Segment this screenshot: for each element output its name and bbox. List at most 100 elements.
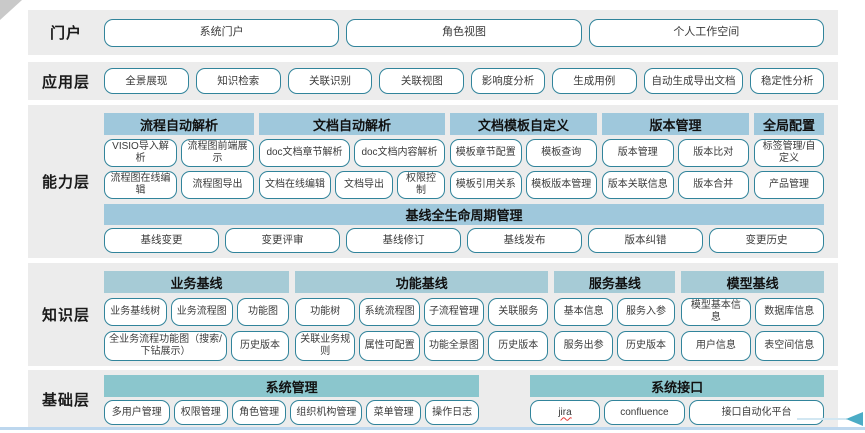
btn-version-merge[interactable]: 版本合并 (677, 171, 749, 199)
btn-system-process-diagram[interactable]: 系统流程图 (359, 298, 420, 326)
band-label-capability: 能力层 (41, 174, 90, 191)
btn-function-tree[interactable]: 功能树 (295, 298, 356, 326)
group-header-service-baseline: 服务基线 (554, 271, 676, 293)
btn-service-output-param[interactable]: 服务出参 (554, 331, 613, 361)
band-label-foundation: 基础层 (41, 391, 90, 409)
group-header-function-baseline: 功能基线 (295, 271, 549, 293)
btn-subprocess-management[interactable]: 子流程管理 (423, 298, 485, 326)
group-business-baseline: 业务基线 业务基线树 业务流程图 功能图 全业务流程功能图（搜索/下钻展示） 历… (104, 271, 290, 361)
btn-system-portal[interactable]: 系统门户 (104, 18, 340, 47)
btn-doc-online-edit[interactable]: 文档在线编辑 (259, 171, 331, 199)
btn-baseline-revision[interactable]: 基线修订 (346, 228, 461, 253)
btn-tablespace-info[interactable]: 表空间信息 (754, 331, 824, 361)
btn-template-chapter-config[interactable]: 模板章节配置 (450, 139, 522, 167)
btn-relation-identify[interactable]: 关联识别 (287, 68, 373, 94)
group-header-doc-auto-parse: 文档自动解析 (259, 113, 445, 135)
group-header-business-baseline: 业务基线 (104, 271, 290, 293)
btn-doc-chapter-parse[interactable]: doc文档章节解析 (259, 139, 350, 167)
btn-template-version-management[interactable]: 模板版本管理 (525, 171, 597, 199)
left-arrow-icon (846, 412, 863, 426)
group-header-global-config: 全局配置 (754, 113, 824, 135)
btn-business-baseline-tree[interactable]: 业务基线树 (104, 298, 167, 326)
band-capability: 能力层 流程自动解析 VISIO导入解析 流程图前端展示 流程图在线编辑 流程图… (28, 105, 838, 258)
btn-process-diagram-frontend-display[interactable]: 流程图前端展示 (181, 139, 254, 167)
btn-function-diagram[interactable]: 功能图 (237, 298, 290, 326)
group-process-auto-parse: 流程自动解析 VISIO导入解析 流程图前端展示 流程图在线编辑 流程图导出 (104, 113, 254, 199)
btn-version-correction[interactable]: 版本纠错 (588, 228, 703, 253)
btn-panorama-display[interactable]: 全景展现 (104, 68, 189, 94)
btn-database-info[interactable]: 数据库信息 (754, 298, 824, 326)
band-label-knowledge: 知识层 (41, 307, 90, 324)
btn-business-process-diagram[interactable]: 业务流程图 (170, 298, 234, 326)
btn-confluence[interactable]: confluence (603, 400, 686, 425)
btn-attribute-configurable[interactable]: 属性可配置 (359, 331, 420, 361)
group-header-system-management: 系统管理 (104, 375, 480, 397)
btn-knowledge-search[interactable]: 知识检索 (195, 68, 281, 94)
btn-doc-export[interactable]: 文档导出 (335, 171, 393, 199)
btn-function-panorama[interactable]: 功能全景图 (423, 331, 485, 361)
band-foundation: 基础层 系统管理 多用户管理 权限管理 角色管理 组织机构管理 菜单管理 操作日… (28, 370, 838, 428)
btn-stability-analysis[interactable]: 稳定性分析 (750, 68, 825, 94)
btn-process-diagram-export[interactable]: 流程图导出 (181, 171, 254, 199)
group-header-model-baseline: 模型基线 (681, 271, 824, 293)
btn-model-basic-info[interactable]: 模型基本信息 (681, 298, 751, 326)
btn-baseline-release[interactable]: 基线发布 (467, 228, 582, 253)
group-system-interface: 系统接口 jira confluence 接口自动化平台 (530, 375, 825, 428)
group-header-version-management: 版本管理 (602, 113, 749, 135)
btn-multi-user-management[interactable]: 多用户管理 (104, 400, 170, 425)
foundation-gap (479, 375, 530, 428)
band-label-portal: 门户 (49, 25, 82, 42)
btn-baseline-change[interactable]: 基线变更 (104, 228, 219, 253)
btn-interface-automation-platform[interactable]: 接口自动化平台 (689, 400, 825, 425)
btn-history-version[interactable]: 历史版本 (616, 331, 676, 361)
btn-jira[interactable]: jira (530, 400, 600, 425)
jira-label: jira (558, 406, 572, 418)
band-portal: 门户 系统门户 角色视图 个人工作空间 (28, 10, 838, 55)
btn-personal-workspace[interactable]: 个人工作空间 (588, 18, 824, 47)
btn-history-version[interactable]: 历史版本 (488, 331, 549, 361)
group-system-management: 系统管理 多用户管理 权限管理 角色管理 组织机构管理 菜单管理 操作日志 (104, 375, 480, 428)
bottom-border-line (0, 427, 865, 430)
btn-related-service[interactable]: 关联服务 (488, 298, 549, 326)
btn-role-management[interactable]: 角色管理 (231, 400, 287, 425)
btn-history-version[interactable]: 历史版本 (230, 331, 290, 361)
btn-basic-info[interactable]: 基本信息 (554, 298, 613, 326)
btn-version-relation-info[interactable]: 版本关联信息 (602, 171, 674, 199)
btn-template-reference-relation[interactable]: 模板引用关系 (450, 171, 522, 199)
btn-relation-view[interactable]: 关联视图 (379, 68, 465, 94)
btn-related-business-rule[interactable]: 关联业务规则 (295, 331, 356, 361)
btn-change-review[interactable]: 变更评审 (225, 228, 340, 253)
btn-impact-analysis[interactable]: 影响度分析 (471, 68, 545, 94)
group-header-process-auto-parse: 流程自动解析 (104, 113, 254, 135)
btn-full-business-process-function-diagram[interactable]: 全业务流程功能图（搜索/下钻展示） (104, 331, 227, 361)
btn-process-diagram-online-edit[interactable]: 流程图在线编辑 (104, 171, 177, 199)
btn-product-management[interactable]: 产品管理 (754, 171, 824, 199)
btn-user-info[interactable]: 用户信息 (681, 331, 751, 361)
group-header-doc-template-custom: 文档模板自定义 (450, 113, 597, 135)
btn-template-query[interactable]: 模板查询 (525, 139, 597, 167)
btn-permission-management[interactable]: 权限管理 (173, 400, 228, 425)
btn-change-history[interactable]: 变更历史 (709, 228, 824, 253)
btn-service-input-param[interactable]: 服务入参 (616, 298, 676, 326)
group-doc-auto-parse: 文档自动解析 doc文档章节解析 doc文档内容解析 文档在线编辑 文档导出 权… (259, 113, 445, 199)
btn-generate-usecase[interactable]: 生成用例 (551, 68, 637, 94)
btn-version-compare[interactable]: 版本比对 (677, 139, 749, 167)
arrow-line-decoration (797, 418, 847, 420)
band-application: 应用层 全景展现 知识检索 关联识别 关联视图 影响度分析 生成用例 自动生成导… (28, 62, 838, 100)
btn-version-management[interactable]: 版本管理 (602, 139, 674, 167)
btn-doc-content-parse[interactable]: doc文档内容解析 (354, 139, 445, 167)
btn-operation-log[interactable]: 操作日志 (424, 400, 480, 425)
btn-role-view[interactable]: 角色视图 (346, 18, 582, 47)
btn-auto-generate-export-doc[interactable]: 自动生成导出文档 (643, 68, 744, 94)
group-version-management: 版本管理 版本管理 版本比对 版本关联信息 版本合并 (602, 113, 749, 199)
group-header-system-interface: 系统接口 (530, 375, 824, 397)
btn-menu-management[interactable]: 菜单管理 (366, 400, 421, 425)
btn-permission-control[interactable]: 权限控制 (397, 171, 445, 199)
btn-org-management[interactable]: 组织机构管理 (290, 400, 363, 425)
band-knowledge: 知识层 业务基线 业务基线树 业务流程图 功能图 全业务流程功能图（搜索/下钻展… (28, 263, 838, 366)
btn-tag-management-custom[interactable]: 标签管理/自定义 (754, 139, 824, 167)
corner-decoration (0, 0, 22, 20)
group-global-config: 全局配置 标签管理/自定义 产品管理 (754, 113, 824, 199)
btn-visio-import-parse[interactable]: VISIO导入解析 (104, 139, 177, 167)
